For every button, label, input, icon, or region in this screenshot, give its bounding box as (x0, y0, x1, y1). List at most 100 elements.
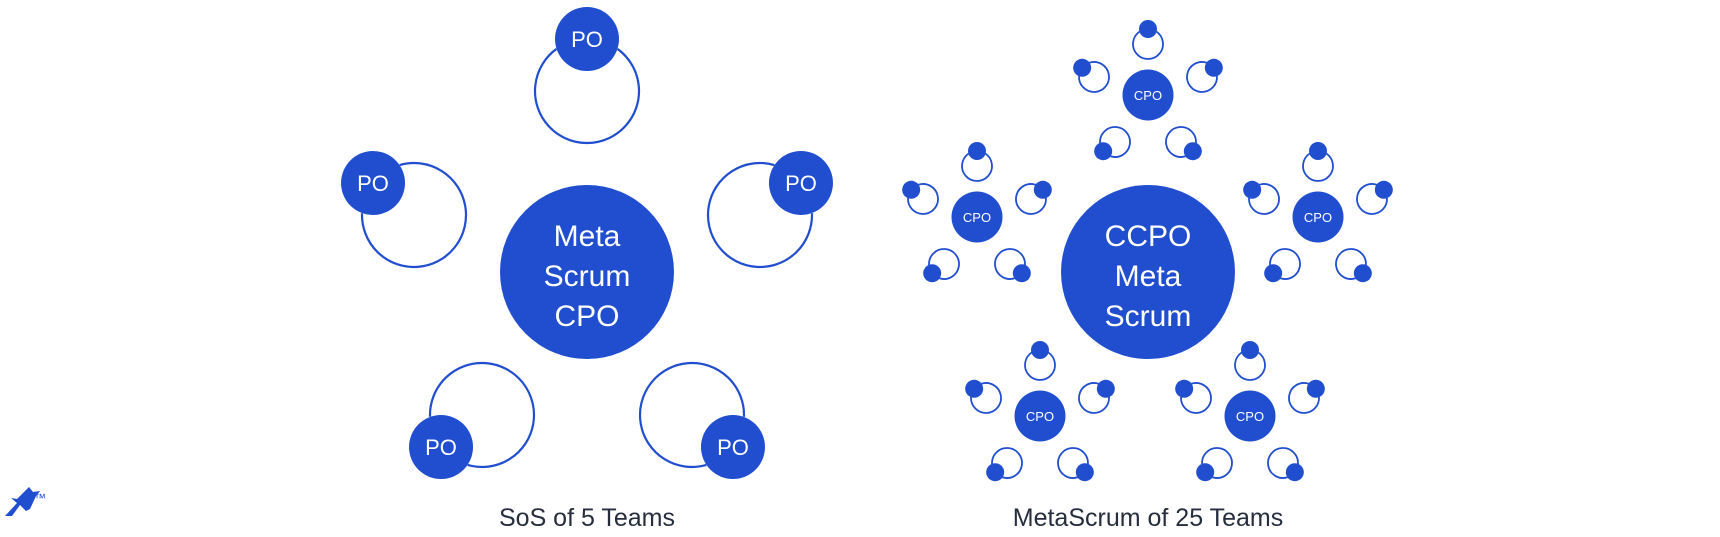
cluster-team-2 (1175, 379, 1212, 414)
cluster-team-4 (923, 248, 960, 283)
team-member-node (1031, 341, 1049, 359)
cluster-team-1 (961, 142, 993, 182)
team-member-node (1243, 180, 1262, 199)
po-satellite-upper-right: PO (706, 150, 833, 269)
center-line-2: Meta (1115, 260, 1182, 293)
cluster-team-5 (1057, 447, 1094, 482)
cpo-clusters: CPO CPO CPO CPO CPO (902, 20, 1393, 482)
team-ring (907, 183, 939, 215)
team-ring (360, 161, 468, 269)
po-node (409, 415, 474, 480)
cluster-team-5 (1267, 447, 1304, 482)
cpo-node (1224, 390, 1276, 442)
team-member-node (1094, 142, 1113, 161)
team-member-node (968, 142, 986, 160)
team-ring (1024, 351, 1056, 381)
cpo-label: CPO (1026, 409, 1054, 424)
team-member-node (1374, 180, 1393, 199)
team-member-node (1241, 341, 1259, 359)
toptal-logo-shape (5, 487, 40, 516)
cluster-team-5 (994, 248, 1031, 283)
po-satellite-lower-left: PO (409, 361, 536, 480)
cpo-cluster-top: CPO (1073, 20, 1223, 161)
team-ring (1269, 248, 1301, 280)
cluster-team-3 (1078, 379, 1115, 414)
cluster-team-4 (1094, 126, 1131, 161)
po-satellite-upper-left: PO (341, 150, 468, 269)
team-member-node (1096, 379, 1115, 398)
cluster-team-3 (1015, 180, 1052, 215)
team-ring (1288, 382, 1320, 414)
team-member-node (1306, 379, 1325, 398)
ccpo-meta-scrum-circle (1061, 185, 1235, 359)
team-member-node (965, 379, 984, 398)
team-ring (1180, 382, 1212, 414)
cpo-cluster-bottom-right: CPO (1175, 341, 1325, 482)
team-member-node (1012, 264, 1031, 283)
toptal-logo-icon: ™ (5, 487, 46, 516)
team-member-node (1183, 142, 1202, 161)
team-ring (970, 382, 1002, 414)
team-member-node (1196, 463, 1215, 482)
left-caption: SoS of 5 Teams (499, 504, 675, 532)
team-ring (1335, 248, 1367, 280)
cluster-team-1 (1024, 341, 1056, 381)
cluster-team-1 (1302, 142, 1334, 182)
team-ring (533, 48, 641, 145)
team-ring (961, 152, 993, 182)
center-line-1: Meta (554, 220, 621, 253)
team-member-node (1353, 264, 1372, 283)
team-ring (1234, 351, 1266, 381)
meta-scrum-cpo-circle (500, 185, 674, 359)
team-member-node (1309, 142, 1327, 160)
cpo-label: CPO (1134, 88, 1162, 103)
po-label: PO (571, 27, 603, 52)
po-node (341, 150, 406, 215)
po-label: PO (717, 435, 749, 460)
center-line-3: Scrum (1105, 300, 1192, 333)
team-ring (1165, 126, 1197, 158)
po-satellite-lower-right: PO (638, 361, 765, 480)
team-ring (1057, 447, 1089, 479)
team-ring (638, 361, 746, 469)
team-ring (1132, 30, 1164, 60)
meta-scrum-cpo-node: Meta Scrum CPO (500, 185, 674, 359)
cluster-team-4 (986, 447, 1023, 482)
cpo-cluster-right: CPO (1243, 142, 1393, 283)
team-member-node (1075, 463, 1094, 482)
po-label: PO (425, 435, 457, 460)
cpo-label: CPO (1304, 210, 1332, 225)
team-ring (1302, 152, 1334, 182)
po-label: PO (785, 171, 817, 196)
team-ring (1015, 183, 1047, 215)
team-ring (1356, 183, 1388, 215)
cpo-node (1122, 69, 1174, 121)
team-member-node (1033, 180, 1052, 199)
team-ring (1248, 183, 1280, 215)
team-ring (994, 248, 1026, 280)
team-ring (1078, 61, 1110, 93)
cluster-team-4 (1196, 447, 1233, 482)
team-member-node (1073, 58, 1092, 77)
team-ring (1099, 126, 1131, 158)
team-member-node (1139, 20, 1157, 38)
po-label: PO (357, 171, 389, 196)
team-member-node (1264, 264, 1283, 283)
cpo-cluster-bottom-left: CPO (965, 341, 1115, 482)
cpo-label: CPO (963, 210, 991, 225)
cluster-team-3 (1288, 379, 1325, 414)
cluster-team-5 (1335, 248, 1372, 283)
team-ring (1186, 61, 1218, 93)
cpo-node (1014, 390, 1066, 442)
sos-diagram: PO PO PO PO PO Meta Scrum CPO SoS of 5 Teams (341, 7, 833, 532)
team-ring (991, 447, 1023, 479)
cluster-team-4 (1264, 248, 1301, 283)
cluster-team-5 (1165, 126, 1202, 161)
team-member-node (1285, 463, 1304, 482)
team-ring (428, 361, 536, 469)
team-ring (1267, 447, 1299, 479)
team-member-node (923, 264, 942, 283)
center-line-1: CCPO (1105, 220, 1192, 253)
cluster-team-3 (1186, 58, 1223, 93)
